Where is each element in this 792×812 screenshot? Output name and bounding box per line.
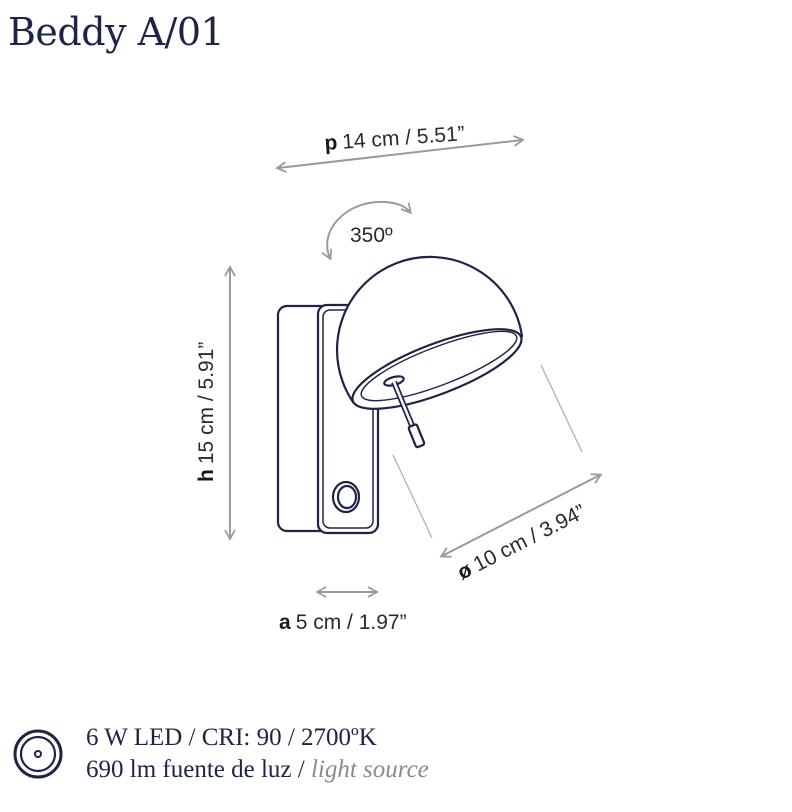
depth-arrow	[275, 135, 525, 173]
spec-line-1: 6 W LED / CRI: 90 / 2700ºK	[86, 724, 377, 751]
product-title: Beddy A/01	[8, 10, 225, 54]
reading-arm	[407, 423, 426, 449]
diameter-arrow	[439, 473, 603, 558]
light-source-icon	[13, 729, 63, 779]
dome-shade	[335, 255, 524, 404]
spec-line-2-main: 690 lm fuente de luz /	[86, 756, 311, 783]
spec-line-2: 690 lm fuente de luz / light source	[86, 756, 429, 784]
diameter-label: ø10 cm / 3.94”	[454, 500, 590, 584]
rotation-label: 350º	[350, 224, 393, 247]
spec-line-2-english: light source	[310, 756, 429, 783]
rotation-arrow	[321, 200, 412, 261]
height-label: h15 cm / 5.91”	[195, 342, 218, 482]
lamp-body	[276, 255, 524, 535]
